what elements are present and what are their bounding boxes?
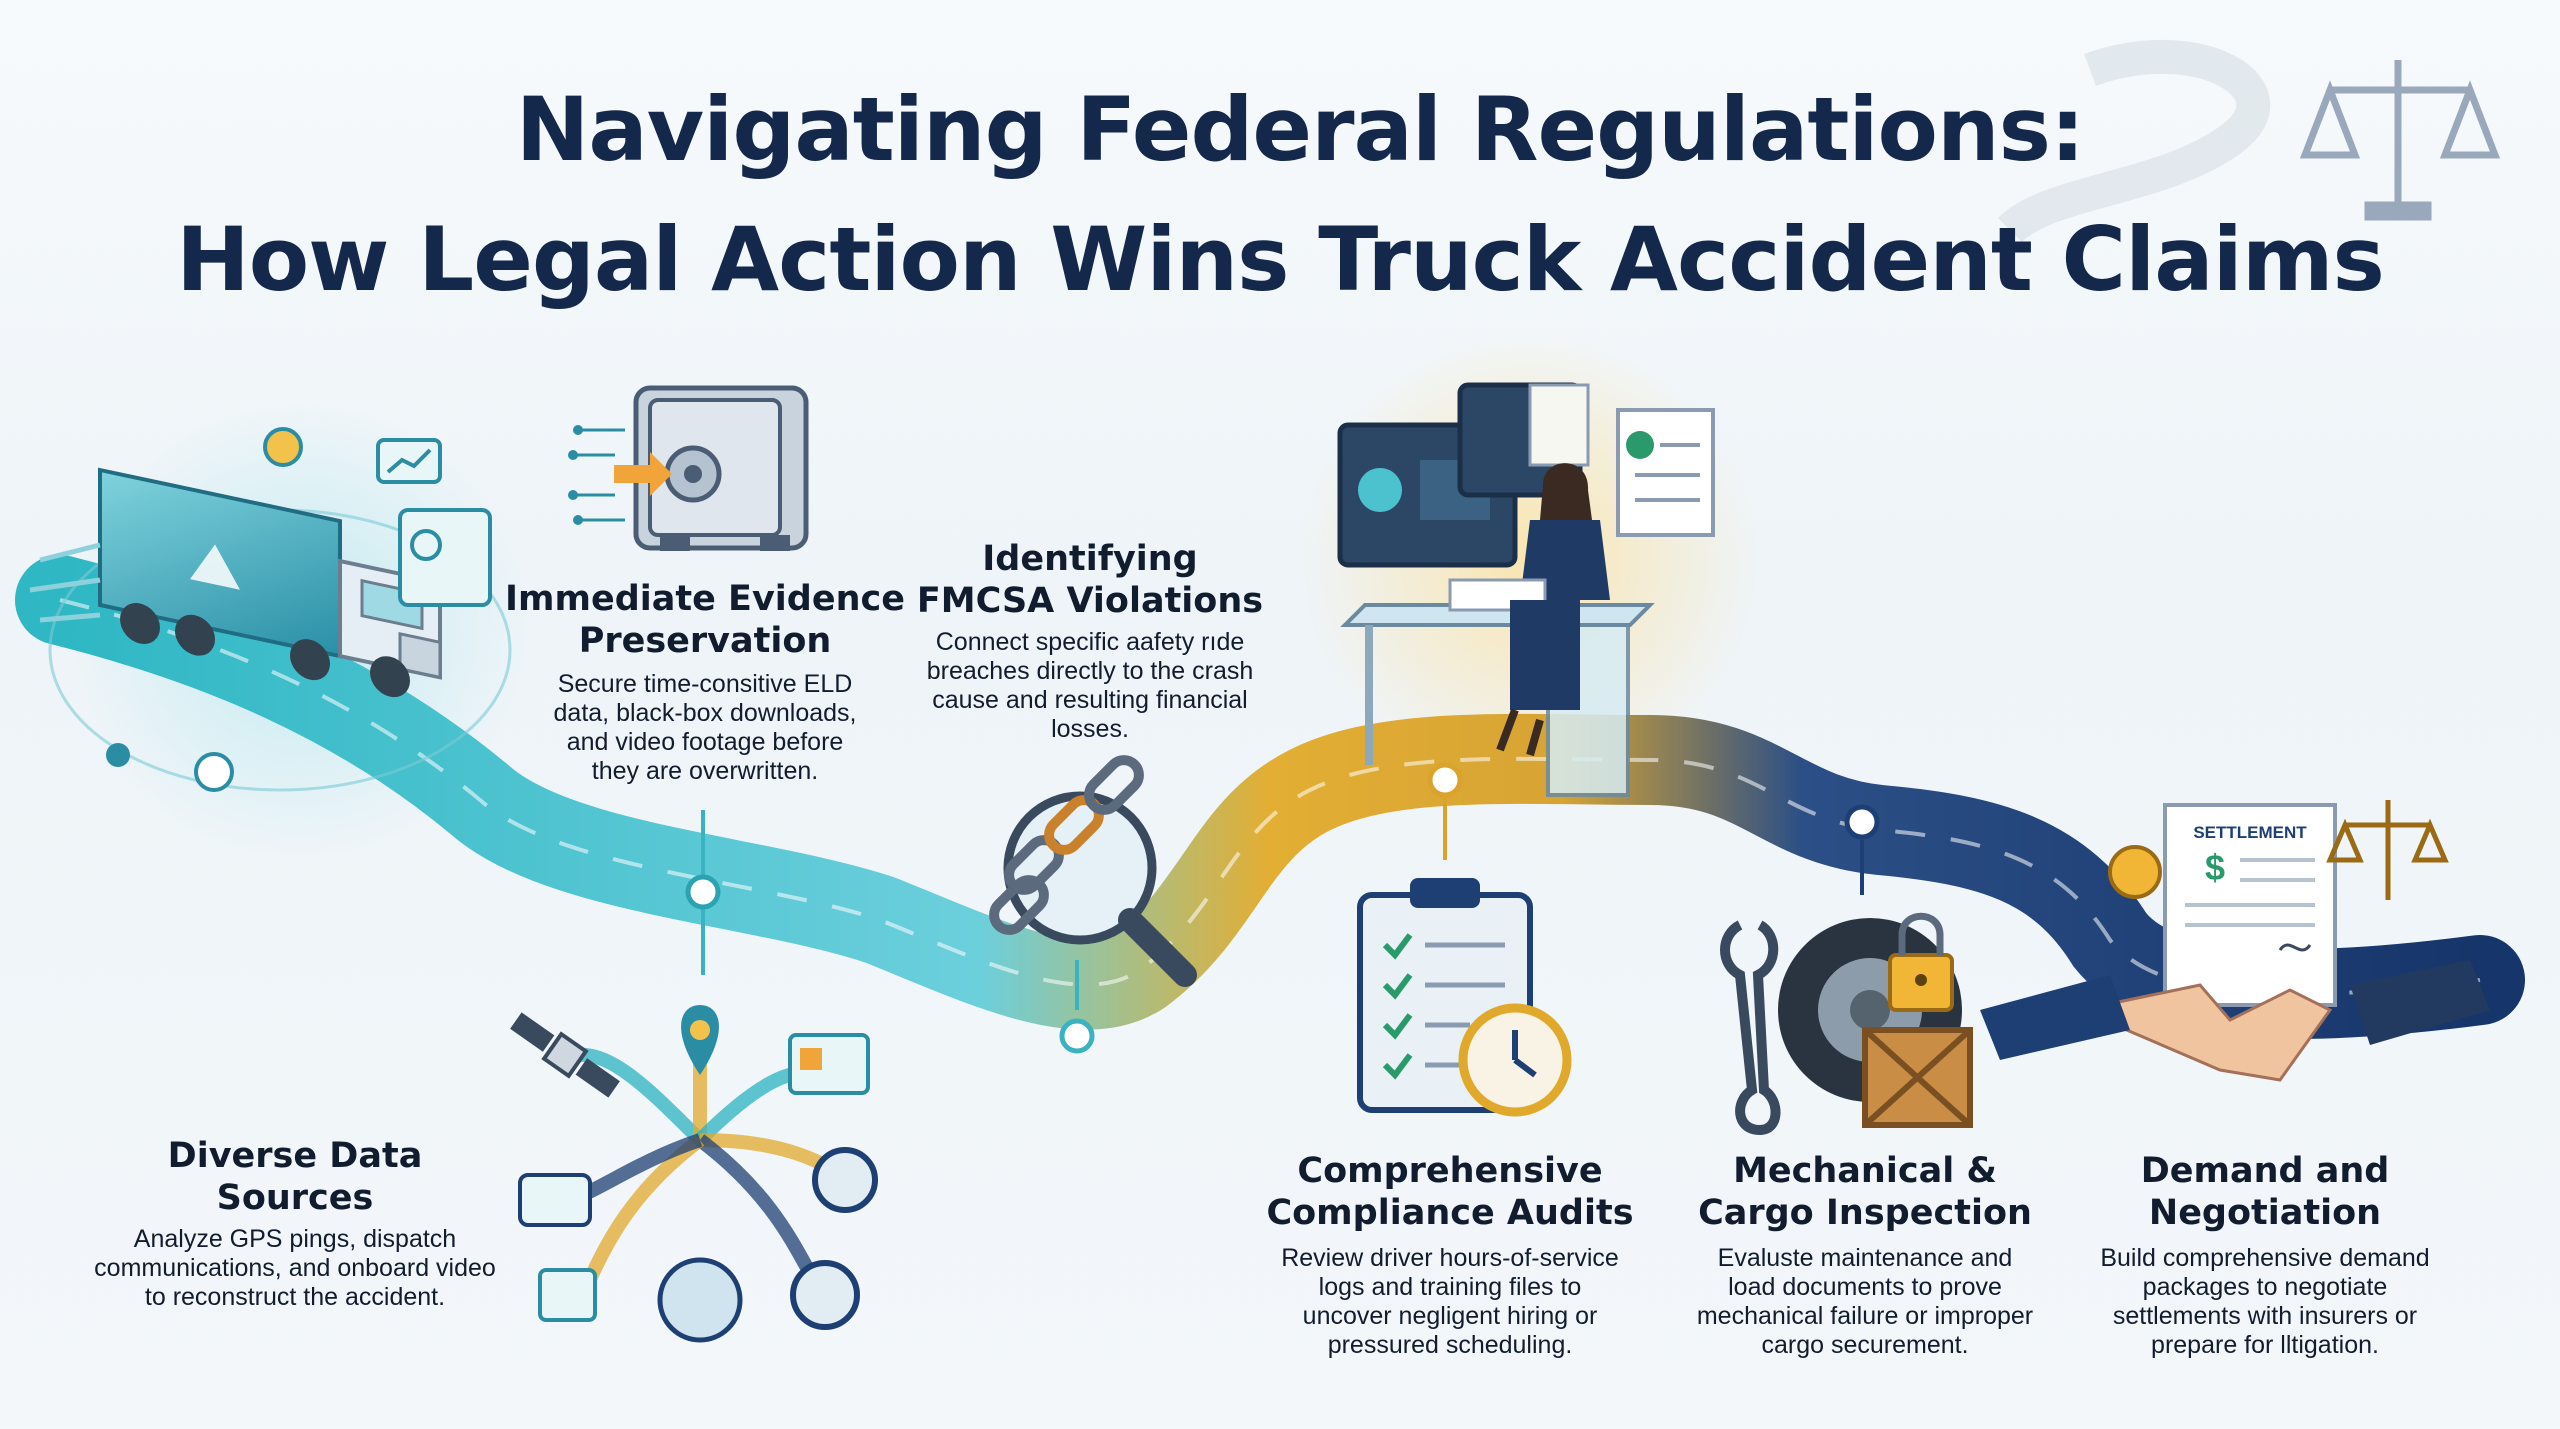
step-desc-line: they are overwritten. bbox=[591, 757, 819, 785]
tire-crate-wrench-icon bbox=[1720, 912, 1973, 1136]
truck-icon bbox=[29, 427, 512, 792]
timeline-node-2 bbox=[1059, 960, 1095, 1054]
step-desc-line: logs and training files to bbox=[1318, 1273, 1582, 1301]
step-desc-mechanical-cargo-inspection: Evaluste maintenance and load documents … bbox=[1680, 1244, 2050, 1360]
timeline-node-3 bbox=[1427, 762, 1463, 860]
step-desc-line: communications, and onboard video bbox=[94, 1254, 496, 1282]
step-desc-compliance-audits: Review driver hours-of-service logs and … bbox=[1260, 1244, 1640, 1360]
step-heading-line: Preservation bbox=[578, 621, 832, 661]
lawyer-at-desk-icon bbox=[1337, 382, 1715, 797]
step-desc-fmcsa-violations: Connect specific aafety rıde breaches di… bbox=[890, 628, 1290, 744]
step-desc-line: load documents to prove bbox=[1728, 1273, 2002, 1301]
background-road bbox=[1997, 39, 2271, 243]
step-heading-line: Comprehensive bbox=[1297, 1151, 1603, 1191]
page-title-line-1: Navigating Federal Regulations: bbox=[515, 78, 2085, 181]
step-desc-line: Build comprehensive demand bbox=[2100, 1244, 2430, 1272]
step-desc-line: to reconstruct the accident. bbox=[144, 1283, 446, 1311]
step-desc-line: prepare for lltigation. bbox=[2151, 1331, 2379, 1359]
step-desc-line: losses. bbox=[1051, 715, 1129, 743]
step-heading-line: Identifying bbox=[982, 539, 1198, 579]
timeline-node-1 bbox=[685, 810, 721, 975]
step-desc-line: settlements with insurers or bbox=[2112, 1302, 2418, 1330]
settlement-doc-label: SETTLEMENT bbox=[2193, 823, 2307, 842]
clipboard-clock-icon bbox=[1357, 878, 1572, 1117]
magnifier-chain-icon bbox=[989, 755, 1197, 987]
step-desc-line: cargo securement. bbox=[1761, 1331, 1969, 1359]
step-desc-line: pressured scheduling. bbox=[1327, 1331, 1573, 1359]
scales-of-justice-icon bbox=[2299, 60, 2501, 221]
step-heading-diverse-data-sources: Diverse Data Sources bbox=[120, 1135, 470, 1219]
page-title-line-2: How Legal Action Wins Truck Accident Cla… bbox=[176, 208, 2385, 311]
step-desc-line: data, black-box downloads, bbox=[553, 699, 857, 727]
data-sources-icon bbox=[510, 1005, 878, 1343]
step-desc-line: packages to negotiate bbox=[2142, 1273, 2388, 1301]
step-desc-evidence-preservation: Secure time-consitive ELD data, black-bo… bbox=[500, 670, 910, 786]
timeline-node-4 bbox=[1844, 804, 1880, 895]
step-heading-evidence-preservation: Immediate Evidence Preservation bbox=[480, 578, 930, 662]
settlement-handshake-icon: SETTLEMENT $ bbox=[1980, 800, 2490, 1082]
step-desc-line: Connect specific aafety rıde bbox=[935, 628, 1245, 656]
step-heading-mechanical-cargo-inspection: Mechanical & Cargo Inspection bbox=[1680, 1150, 2050, 1234]
step-heading-line: Mechanical & bbox=[1733, 1151, 1997, 1191]
step-heading-line: Sources bbox=[216, 1178, 374, 1218]
step-desc-line: breaches directly to the crash bbox=[926, 657, 1254, 685]
step-desc-line: Secure time-consitive ELD bbox=[557, 670, 853, 698]
step-heading-line: Cargo Inspection bbox=[1698, 1193, 2032, 1233]
step-desc-diverse-data-sources: Analyze GPS pings, dispatch communicatio… bbox=[70, 1225, 520, 1312]
step-heading-compliance-audits: Comprehensive Compliance Audits bbox=[1250, 1150, 1650, 1234]
step-heading-line: Immediate Evidence bbox=[505, 579, 905, 619]
step-desc-line: Evaluste maintenance and bbox=[1717, 1244, 2013, 1272]
step-desc-line: cause and resulting financial bbox=[932, 686, 1248, 714]
step-heading-line: Compliance Audits bbox=[1266, 1193, 1634, 1233]
step-heading-line: Diverse Data bbox=[167, 1136, 423, 1176]
vault-safe-icon bbox=[568, 385, 809, 551]
step-desc-line: and video footage before bbox=[566, 728, 844, 756]
step-heading-line: Negotiation bbox=[2148, 1193, 2382, 1233]
step-heading-line: Demand and bbox=[2140, 1151, 2390, 1191]
step-desc-line: Review driver hours-of-service bbox=[1281, 1244, 1619, 1272]
step-heading-line: FMCSA Violations bbox=[916, 581, 1264, 621]
step-desc-line: uncover negligent hiring or bbox=[1302, 1302, 1598, 1330]
step-heading-demand-negotiation: Demand and Negotiation bbox=[2080, 1150, 2450, 1234]
step-desc-line: mechanical failure or improper bbox=[1696, 1302, 2034, 1330]
svg-text:$: $ bbox=[2205, 847, 2225, 888]
step-desc-line: Analyze GPS pings, dispatch bbox=[133, 1225, 457, 1253]
step-desc-demand-negotiation: Build comprehensive demand packages to n… bbox=[2075, 1244, 2455, 1360]
step-heading-fmcsa-violations: Identifying FMCSA Violations bbox=[880, 538, 1300, 622]
